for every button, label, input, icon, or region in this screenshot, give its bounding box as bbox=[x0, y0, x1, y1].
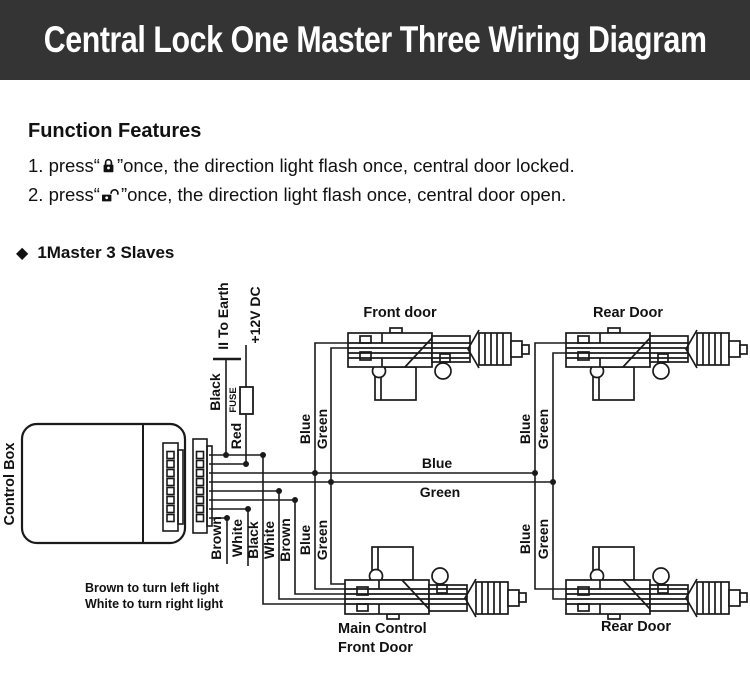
fuse-label: FUSE bbox=[228, 387, 239, 412]
brown-drop-label: Brown bbox=[277, 518, 293, 562]
blue-bus-label: Blue bbox=[422, 455, 453, 471]
feature-1-suffix: ”once, the direction light flash once, c… bbox=[116, 155, 575, 176]
control-box bbox=[20, 422, 187, 545]
feature-item-2: 2. press“ ”once, the direction light flas… bbox=[28, 180, 738, 209]
plus-12v-label: +12V DC bbox=[247, 286, 263, 343]
green-drop-label: Green bbox=[314, 520, 330, 560]
blue-label-rear-upper: Blue bbox=[517, 414, 533, 445]
rear-door-bottom-label: Rear Door bbox=[601, 619, 671, 635]
blue-label-front-riser: Blue bbox=[297, 414, 313, 445]
wire-black bbox=[209, 359, 345, 605]
wire-green bbox=[209, 347, 566, 600]
white-drop-label: White bbox=[261, 521, 277, 559]
black-drop-label: Black bbox=[245, 521, 261, 559]
main-control-label-line2: Front Door bbox=[338, 640, 413, 656]
note-line2: White to turn right light bbox=[85, 597, 224, 611]
actuator-rear-door-bottom bbox=[565, 546, 748, 620]
connector-plug bbox=[192, 438, 213, 534]
wire-blue bbox=[209, 342, 566, 590]
feature-2-suffix: ”once, the direction light flash once, c… bbox=[120, 184, 567, 205]
diamond-bullet-icon: ◆ bbox=[16, 243, 29, 262]
green-label-front-riser: Green bbox=[314, 409, 330, 449]
wire-brown bbox=[209, 499, 345, 595]
note-line1: Brown to turn left light bbox=[85, 581, 220, 595]
to-earth-label: II To Earth bbox=[215, 282, 231, 349]
function-features-section: Function Features 1. press“ ”once, the di… bbox=[28, 120, 738, 209]
title-banner: Central Lock One Master Three Wiring Dia… bbox=[0, 0, 750, 80]
wiring-diagram: Control Box bbox=[2, 282, 748, 656]
blue-label-rear-lower: Blue bbox=[517, 524, 533, 555]
actuator-rear-door-top bbox=[565, 327, 748, 401]
closed-padlock-icon bbox=[103, 158, 114, 173]
feature-item-1: 1. press“ ”once, the direction light flas… bbox=[28, 151, 738, 180]
junction-dots bbox=[223, 452, 556, 521]
rear-door-top-label: Rear Door bbox=[593, 305, 663, 321]
white-turnlight-label: White bbox=[229, 519, 245, 557]
actuator-front-door bbox=[347, 327, 530, 401]
feature-1-prefix: 1. press“ bbox=[28, 155, 100, 176]
open-padlock-icon bbox=[101, 189, 119, 202]
fuse bbox=[239, 386, 254, 415]
blue-drop-label: Blue bbox=[297, 525, 313, 556]
section-title-label: 1Master 3 Slaves bbox=[37, 243, 175, 262]
black-wire-label-top: Black bbox=[207, 373, 223, 411]
red-wire-label: Red bbox=[228, 423, 244, 449]
green-label-rear-lower: Green bbox=[535, 519, 551, 559]
page-title: Central Lock One Master Three Wiring Dia… bbox=[43, 19, 707, 60]
features-heading: Function Features bbox=[28, 120, 202, 142]
green-label-rear-upper: Green bbox=[535, 409, 551, 449]
brown-turnlight-label: Brown bbox=[208, 516, 224, 560]
connector-inner bbox=[162, 442, 184, 532]
actuator-main-control-front-door bbox=[344, 546, 527, 620]
control-box-label: Control Box bbox=[2, 443, 18, 526]
front-door-label: Front door bbox=[363, 305, 437, 321]
diagram-section-title: ◆ 1Master 3 Slaves bbox=[16, 243, 174, 263]
green-bus-label: Green bbox=[420, 484, 460, 500]
main-control-label-line1: Main Control bbox=[338, 621, 427, 637]
wire-white bbox=[209, 490, 345, 600]
feature-2-prefix: 2. press“ bbox=[28, 184, 100, 205]
